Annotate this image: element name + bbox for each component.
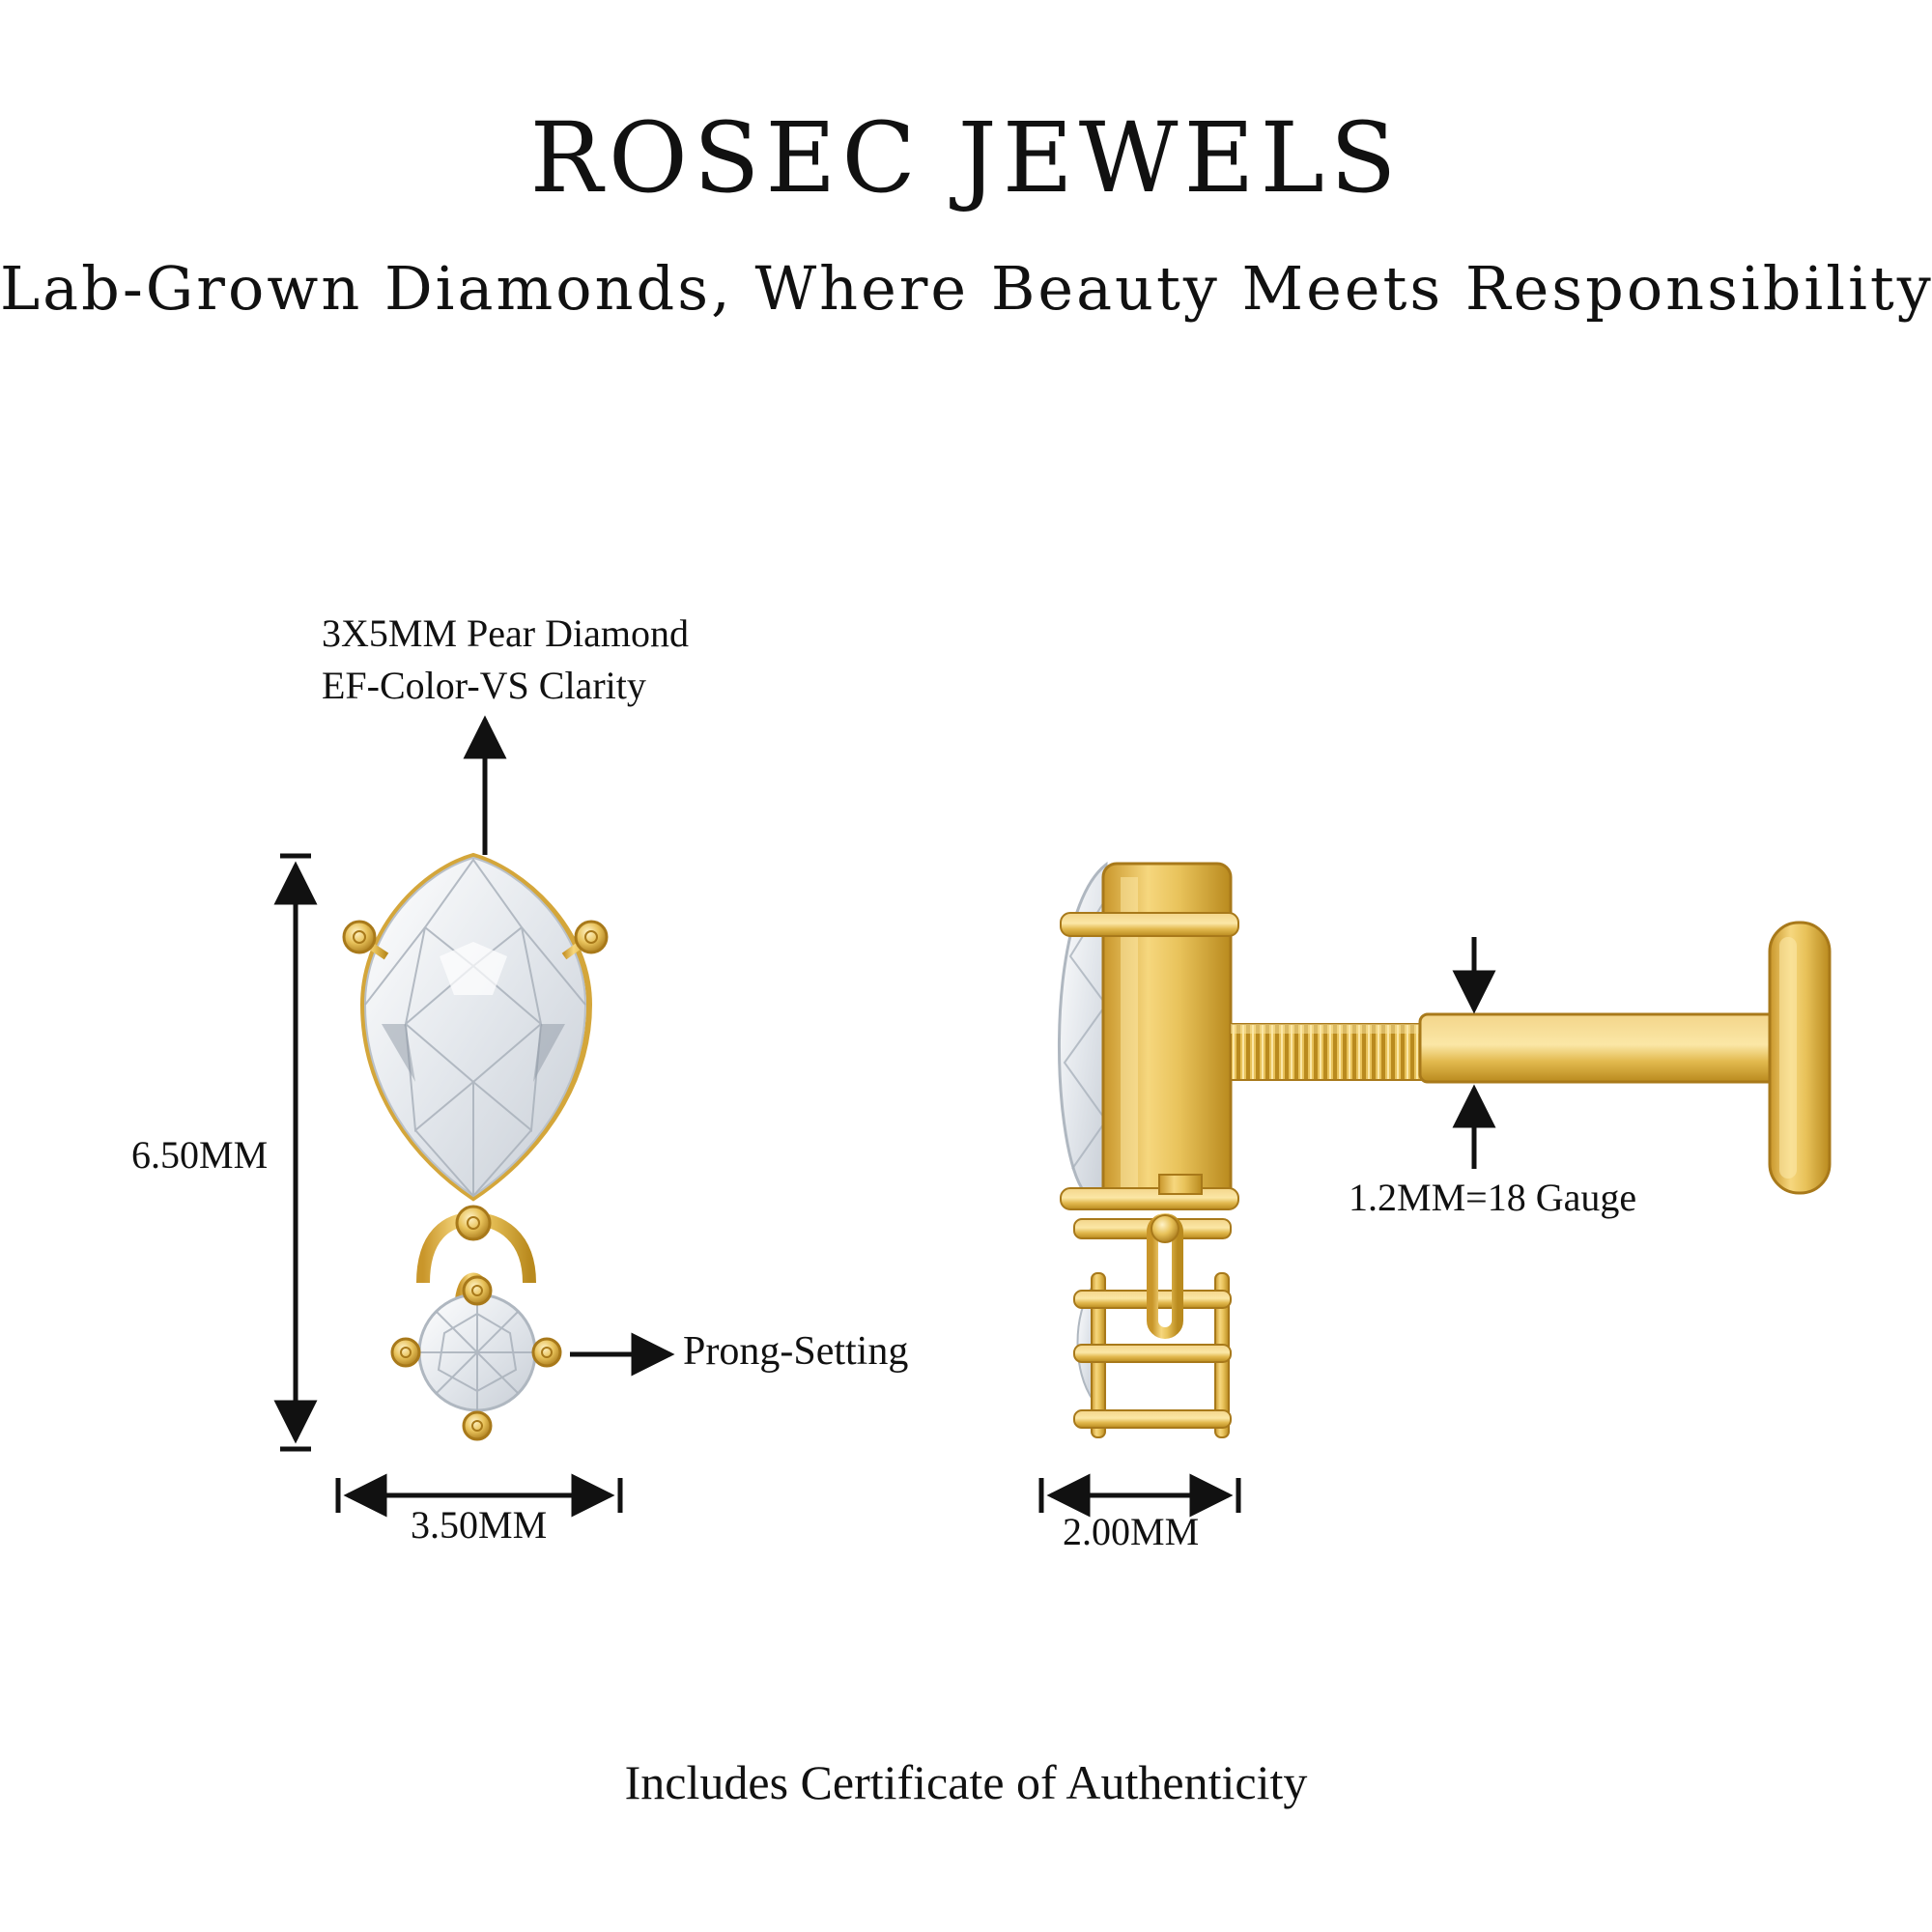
prong-ball	[574, 920, 609, 954]
prong-ball	[462, 1410, 493, 1441]
prong-ball	[342, 920, 377, 954]
side-view	[1057, 861, 1832, 1438]
width-dimension	[335, 1473, 623, 1518]
stone-quality-label: EF-Color-VS Clarity	[322, 664, 646, 707]
gauge-label: 1.2MM=18 Gauge	[1349, 1176, 1637, 1219]
setting-label: Prong-Setting	[683, 1329, 909, 1374]
brand-title: ROSEC JEWELS	[529, 101, 1403, 214]
prong-bar	[1060, 912, 1239, 937]
stone-size-label: 3X5MM Pear Diamond	[322, 611, 689, 655]
prong-ball	[462, 1275, 493, 1306]
certificate-note: Includes Certificate of Authenticity	[624, 1755, 1308, 1809]
thickness-dimension	[1038, 1473, 1241, 1518]
tagline: Lab-Grown Diamonds, Where Beauty Meets R…	[0, 253, 1932, 324]
flat-back-disc	[1768, 921, 1832, 1195]
width-label: 3.50MM	[411, 1503, 548, 1547]
height-dimension	[273, 853, 318, 1452]
pear-setting-rim	[359, 852, 593, 1202]
height-label: 6.50MM	[131, 1133, 269, 1177]
prong-bar	[1073, 1344, 1232, 1363]
prong-bar	[1073, 1409, 1232, 1429]
prong-ball	[390, 1337, 421, 1368]
prong-ball	[531, 1337, 562, 1368]
bail-ball	[455, 1205, 492, 1241]
front-view	[342, 852, 609, 1441]
labret-bar	[1418, 1012, 1779, 1084]
thickness-label: 2.00MM	[1063, 1510, 1200, 1553]
prong-bar	[1060, 1187, 1239, 1210]
